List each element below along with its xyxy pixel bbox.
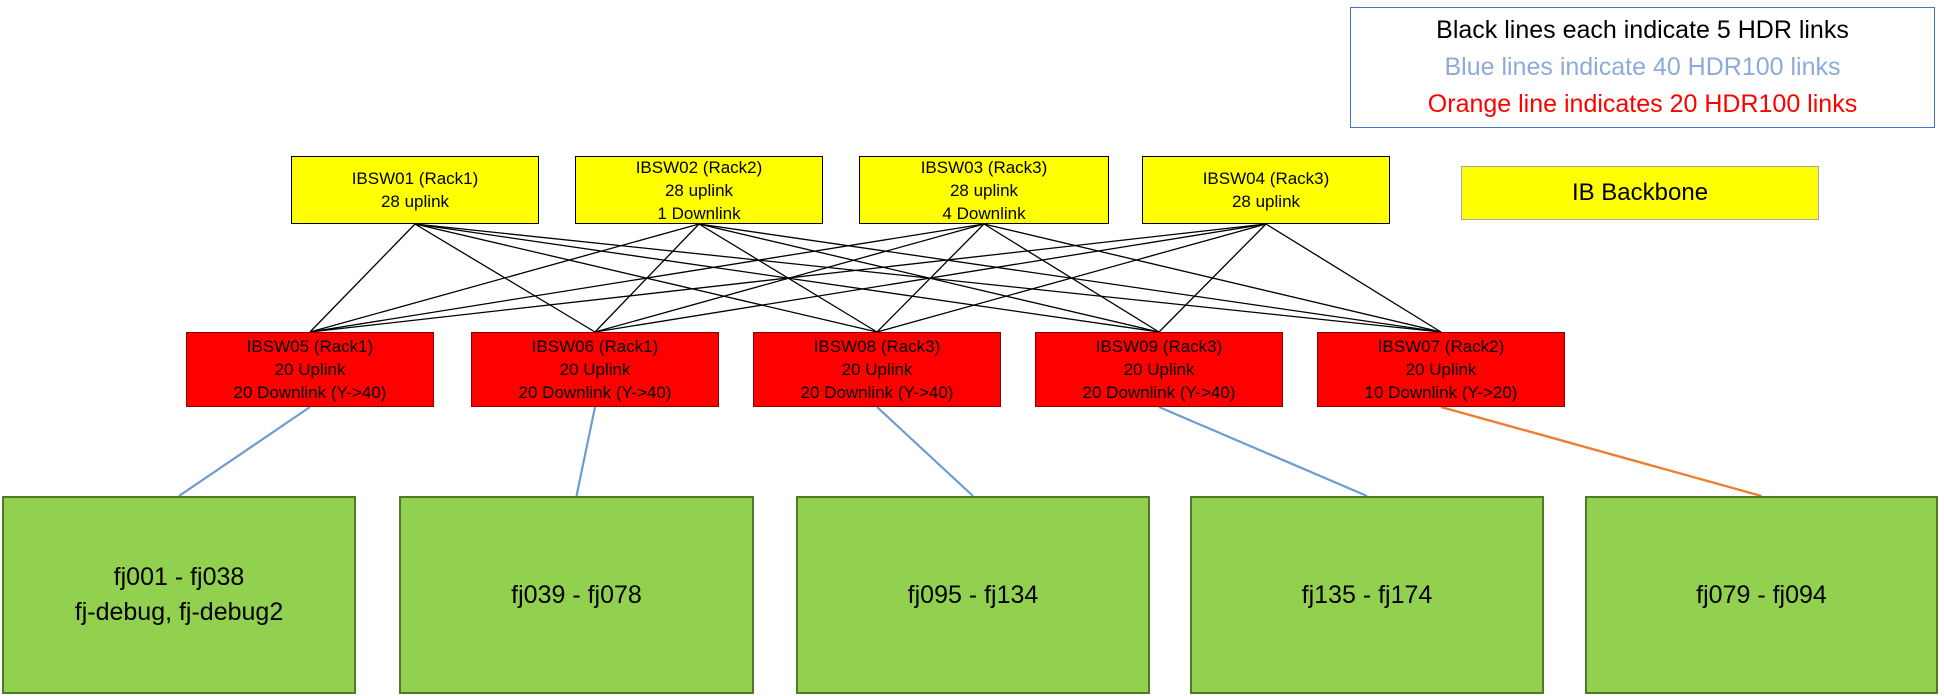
leaf-switch-ibsw07: IBSW07 (Rack2) 20 Uplink 10 Downlink (Y-… [1317,332,1565,407]
leaf-switch-ibsw05: IBSW05 (Rack1) 20 Uplink 20 Downlink (Y-… [186,332,434,407]
black-link-ibsw03-ibsw07 [983,223,1442,333]
switch-name: IBSW07 (Rack2) [1377,337,1505,356]
node-range-label: fj001 - fj038 [113,563,245,591]
black-link-ibsw03-ibsw09 [983,223,1160,333]
switch-downlink-label: 20 Downlink (Y->40) [233,383,387,402]
black-link-ibsw04-ibsw08 [876,223,1267,333]
switch-downlink-label: 20 Downlink (Y->40) [518,383,672,402]
blue-link-ibsw09-nodes4 [1158,405,1368,498]
blue-link-ibsw08-nodes3 [876,406,974,497]
switch-uplink-label: 20 Uplink [1123,360,1195,379]
black-link-ibsw01-ibsw09 [414,223,1160,333]
node-group-fj079-fj094: fj079 - fj094 [1585,496,1938,694]
switch-name: IBSW01 (Rack1) [351,169,479,188]
black-link-ibsw04-ibsw06 [594,223,1267,333]
backbone-switch-ibsw02: IBSW02 (Rack2) 28 uplink 1 Downlink [575,156,823,224]
black-link-ibsw02-ibsw08 [698,223,878,333]
switch-name: IBSW06 (Rack1) [531,337,659,356]
backbone-switch-ibsw01: IBSW01 (Rack1) 28 uplink [291,156,539,224]
node-range-label: fj039 - fj078 [511,580,642,609]
black-link-ibsw02-ibsw05 [309,223,700,333]
node-group-fj095-fj134: fj095 - fj134 [796,496,1150,694]
black-link-ibsw01-ibsw06 [414,223,596,333]
switch-uplink-label: 20 Uplink [559,360,631,379]
switch-uplink-label: 20 Uplink [274,360,346,379]
black-link-ibsw02-ibsw09 [698,223,1160,333]
switch-uplink-label: 28 uplink [380,192,450,211]
switch-downlink-label: 4 Downlink [942,203,1026,223]
node-range-label: fj079 - fj094 [1696,580,1827,609]
node-range-label: fj135 - fj174 [1301,580,1433,609]
blue-link-ibsw05-nodes1 [178,406,311,497]
black-link-ibsw04-ibsw09 [1158,223,1267,333]
black-link-ibsw02-ibsw07 [698,223,1442,333]
black-link-ibsw04-ibsw05 [309,223,1267,333]
black-link-ibsw01-ibsw07 [414,223,1442,333]
backbone-switch-ibsw03: IBSW03 (Rack3) 28 uplink 4 Downlink [859,156,1109,224]
ib-backbone-label: IB Backbone [1571,179,1709,206]
switch-uplink-label: 20 Uplink [841,360,913,379]
leaf-switch-ibsw09: IBSW09 (Rack3) 20 Uplink 20 Downlink (Y-… [1035,332,1283,407]
switch-name: IBSW04 (Rack3) [1202,169,1330,188]
switch-downlink-label: 20 Downlink (Y->40) [800,383,954,402]
legend-orange-links-label: Orange line indicates 20 HDR100 links [1427,90,1858,118]
node-range-label: fj095 - fj134 [907,580,1039,609]
switch-name: IBSW05 (Rack1) [246,337,374,356]
legend-blue-links-label: Blue lines indicate 40 HDR100 links [1444,53,1841,81]
black-link-ibsw03-ibsw05 [309,223,985,333]
node-group-fj039-fj078: fj039 - fj078 [399,496,754,694]
black-link-ibsw01-ibsw08 [414,223,878,333]
switch-name: IBSW03 (Rack3) [920,157,1048,177]
black-link-ibsw03-ibsw08 [876,223,985,333]
black-link-ibsw02-ibsw06 [594,223,700,333]
node-group-fj135-fj174: fj135 - fj174 [1190,496,1544,694]
switch-uplink-label: 20 Uplink [1405,360,1477,379]
legend-black-links-label: Black lines each indicate 5 HDR links [1436,16,1849,44]
legend-box: Black lines each indicate 5 HDR links Bl… [1350,7,1935,128]
switch-name: IBSW08 (Rack3) [813,337,941,356]
ib-backbone-key-box: IB Backbone [1461,166,1819,220]
switch-downlink-label: 1 Downlink [657,203,741,223]
switch-uplink-label: 28 uplink [664,180,734,200]
node-group-fj001-fj038: fj001 - fj038 fj-debug, fj-debug2 [2,496,356,694]
black-link-ibsw01-ibsw05 [309,223,416,333]
switch-name: IBSW09 (Rack3) [1095,337,1223,356]
switch-uplink-label: 28 uplink [1231,192,1301,211]
switch-name: IBSW02 (Rack2) [635,157,763,177]
orange-link-ibsw07-nodes5 [1440,405,1762,498]
switch-downlink-label: 20 Downlink (Y->40) [1082,383,1236,402]
black-link-ibsw04-ibsw07 [1265,223,1442,333]
leaf-switch-ibsw08: IBSW08 (Rack3) 20 Uplink 20 Downlink (Y-… [753,332,1001,407]
backbone-switch-ibsw04: IBSW04 (Rack3) 28 uplink [1142,156,1390,224]
blue-link-ibsw06-nodes2 [575,406,597,497]
leaf-switch-ibsw06: IBSW06 (Rack1) 20 Uplink 20 Downlink (Y-… [471,332,719,407]
switch-uplink-label: 28 uplink [949,180,1019,200]
node-extra-label: fj-debug, fj-debug2 [74,598,284,626]
switch-downlink-label: 10 Downlink (Y->20) [1364,383,1518,402]
black-link-ibsw03-ibsw06 [594,223,985,333]
